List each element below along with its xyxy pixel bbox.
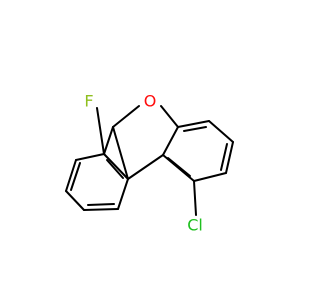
chlorine-atom-label: Cl xyxy=(187,216,203,235)
bond-c5a-c6 xyxy=(177,120,210,128)
bond-c9a-c9b xyxy=(127,154,164,180)
bond-c-cl xyxy=(193,180,197,216)
bond-inner-right-2 xyxy=(220,143,228,171)
oxygen-atom-label: O xyxy=(144,92,157,111)
bond-inner-left-1 xyxy=(70,162,81,191)
bond-inner-left-3 xyxy=(106,159,124,179)
bond-inner-left-2 xyxy=(87,203,115,206)
bond-c4-c3 xyxy=(65,159,77,192)
bond-c9b-c4a xyxy=(103,153,129,180)
bond-c5a-c9a xyxy=(162,126,179,156)
bond-c4a-c4b xyxy=(103,126,114,155)
fluorine-atom-label: F xyxy=(84,92,93,111)
bond-c4b-c9b xyxy=(112,126,129,180)
bond-o-c5a xyxy=(160,105,179,128)
bond-c-f xyxy=(96,107,105,155)
bond-c2-c1 xyxy=(83,208,119,211)
bond-c7-c8 xyxy=(225,141,234,174)
bond-o-c4b xyxy=(112,105,140,128)
bond-c6-c7 xyxy=(208,120,234,143)
bond-c1-c9b xyxy=(117,178,129,210)
bond-c4a-c4 xyxy=(75,153,105,161)
bond-inner-right-3 xyxy=(167,157,191,177)
molecule-canvas: O F Cl xyxy=(65,91,234,235)
bond-inner-right-1 xyxy=(183,126,207,132)
bond-c3-c2 xyxy=(65,190,85,211)
molecule-structure: O F Cl xyxy=(65,92,234,235)
bond-c8-c9 xyxy=(193,172,227,182)
